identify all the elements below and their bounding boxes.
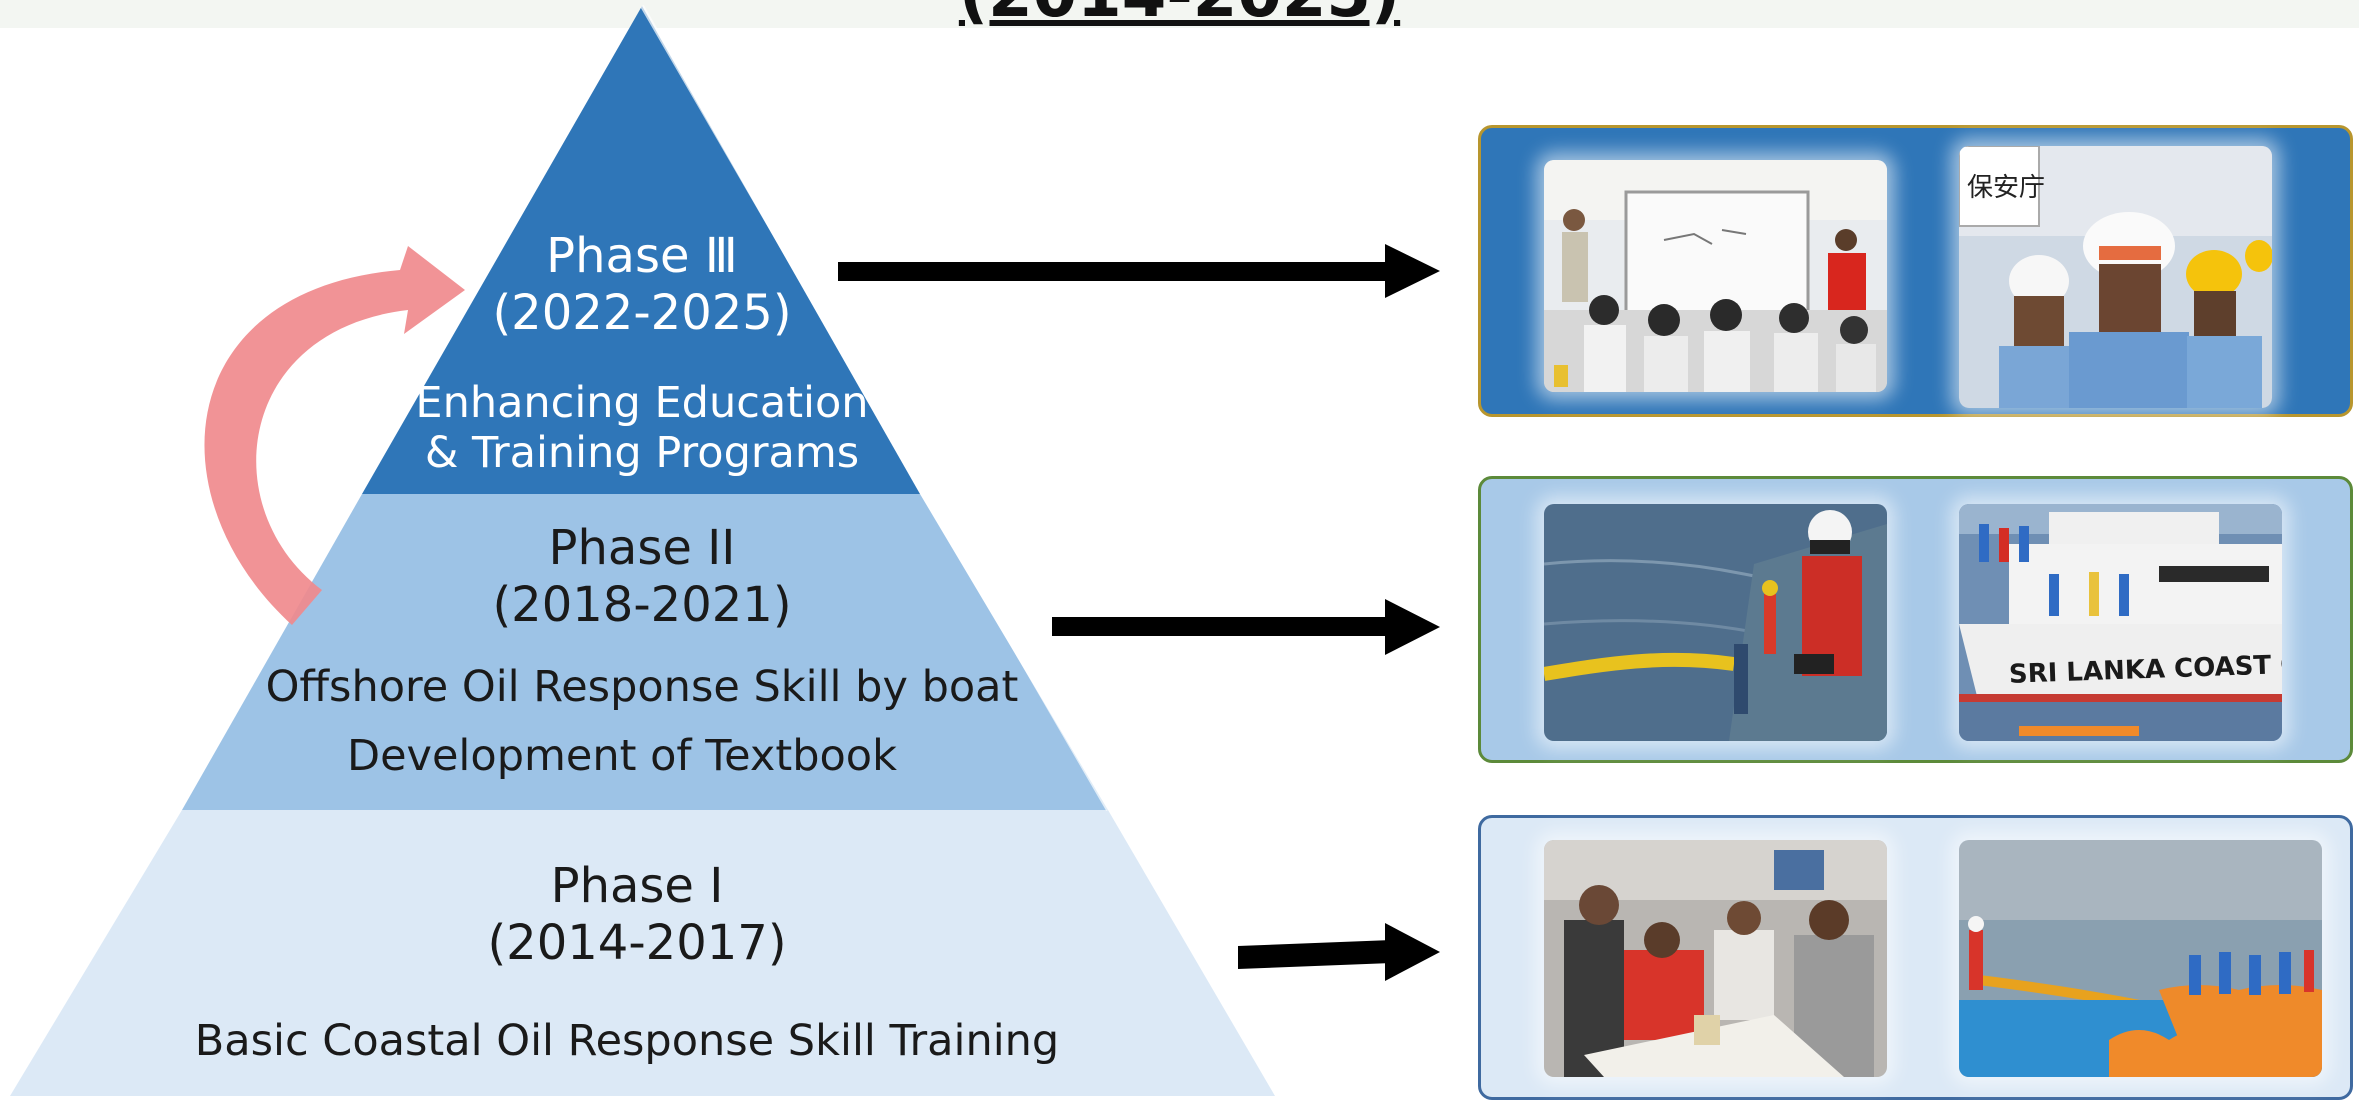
phase3-photo-panel: 保安庁	[1478, 125, 2353, 417]
helmets-photo: 保安庁	[1959, 146, 2272, 408]
arrow-phase1-icon	[1238, 923, 1440, 981]
phase3-years: (2022-2025)	[492, 285, 792, 341]
phase1-band	[10, 810, 1275, 1096]
phase2-line1: Offshore Oil Response Skill by boat	[265, 662, 1019, 712]
phase2-line2: Development of Textbook	[346, 731, 898, 781]
phase2-band	[182, 494, 1108, 810]
arrow-phase3-icon	[838, 244, 1440, 298]
phase3-title: Phase Ⅲ	[546, 228, 738, 284]
page-title: (2014-2025)	[0, 0, 2359, 28]
phase3-band	[362, 6, 920, 494]
sea-boom-photo	[1544, 504, 1887, 741]
phase3-line2: & Training Programs	[424, 428, 860, 478]
phase2-title: Phase II	[548, 520, 736, 576]
pyramid-edge-highlight	[640, 4, 1110, 812]
title-strip: (2014-2025)	[0, 0, 2359, 28]
curved-arrow-icon	[204, 246, 465, 625]
beach-boom-photo	[1959, 840, 2322, 1077]
vessel-photo: SRI LANKA COAST GU	[1959, 504, 2282, 741]
phase1-line1: Basic Coastal Oil Response Skill Trainin…	[194, 1016, 1060, 1066]
phase1-title: Phase I	[550, 858, 724, 914]
phase2-years: (2018-2021)	[492, 577, 792, 633]
helmet-sign-text: 保安庁	[1967, 173, 2045, 203]
arrow-phase2-icon	[1052, 599, 1440, 655]
phase1-years: (2014-2017)	[487, 915, 787, 971]
phase3-line1: Enhancing Education	[415, 378, 869, 428]
table-exercise-photo	[1544, 840, 1887, 1077]
classroom-photo	[1544, 160, 1887, 392]
phase1-photo-panel	[1478, 815, 2353, 1100]
phase2-photo-panel: SRI LANKA COAST GU	[1478, 476, 2353, 763]
